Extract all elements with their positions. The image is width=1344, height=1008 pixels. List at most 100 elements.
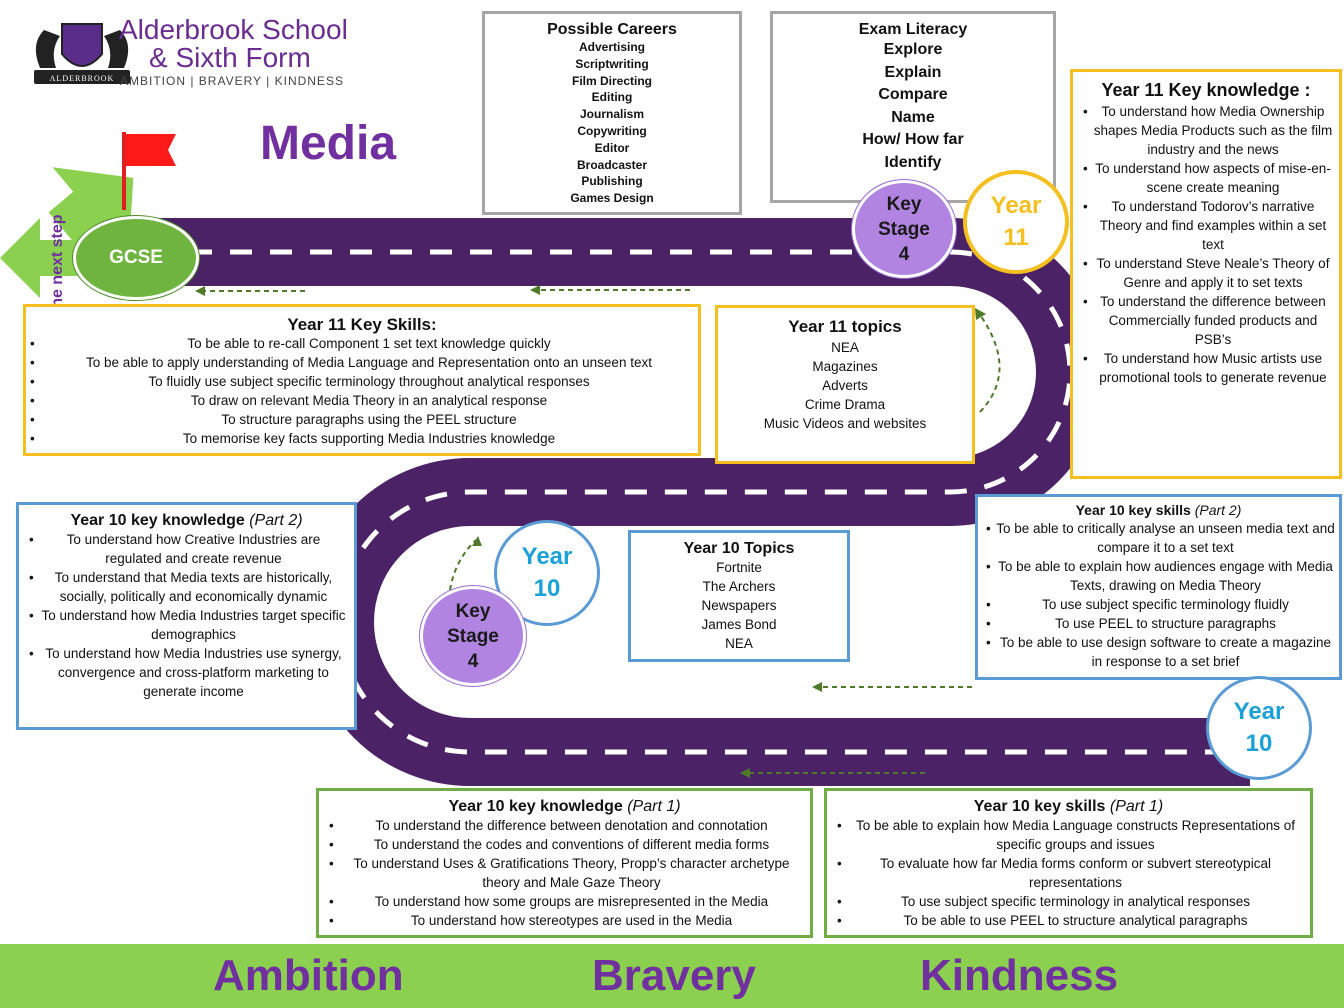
key-stage-label: Key <box>455 600 491 622</box>
year-10-circle-right: Year 10 <box>1206 676 1312 780</box>
list-item: The Archers <box>702 579 776 594</box>
school-crest-icon <box>34 23 130 84</box>
list-item: To understand Todorov’s narrative Theory… <box>1079 197 1333 254</box>
box-title-part: (Part 2) <box>249 512 303 529</box>
year-number: 11 <box>1003 224 1029 251</box>
list-item: To be able to explain how audiences enga… <box>982 557 1335 595</box>
box-title-part: (Part 2) <box>1194 502 1242 518</box>
list-item: To be able to apply understanding of Med… <box>26 353 698 372</box>
list-item: To understand how Media Industries targe… <box>25 606 348 644</box>
list-item: To use PEEL to structure paragraphs <box>982 614 1335 633</box>
year-number: 10 <box>1245 730 1273 757</box>
list-item: How/ How far <box>862 131 964 148</box>
list-item: Copywriting <box>577 123 647 138</box>
value-bravery: Bravery <box>592 951 756 1000</box>
list-item: Games Design <box>570 191 654 206</box>
crest-banner-text: ALDERBROOK <box>49 74 115 83</box>
year-10-skills-part2-title: Year 10 key skills (Part 2) <box>982 501 1335 519</box>
key-stage-circle-top: Key Stage 4 <box>852 180 956 278</box>
list-item: To understand the codes and conventions … <box>325 835 804 854</box>
list-item: To be able to use design software to cre… <box>982 633 1335 671</box>
key-stage-circle-middle: Key Stage 4 <box>420 586 526 686</box>
year-11-skills-title: Year 11 Key Skills: <box>287 315 437 334</box>
list-item: To understand how Media Ownership shapes… <box>1079 102 1333 159</box>
key-stage-number: 4 <box>467 650 479 672</box>
careers-title: Possible Careers <box>547 21 677 38</box>
list-item: Publishing <box>581 174 643 189</box>
year-11-skills-box: Year 11 Key Skills: To be able to re-cal… <box>23 304 701 456</box>
list-item: NEA <box>725 636 753 651</box>
list-item: Advertising <box>578 40 645 54</box>
year-10-knowledge-part1-title: Year 10 key knowledge (Part 1) <box>325 797 804 816</box>
box-title-text: Year 10 key skills <box>973 798 1106 815</box>
list-item: To understand how stereotypes are used i… <box>325 911 804 930</box>
list-item: Music Videos and websites <box>763 416 927 431</box>
road-dashes <box>150 249 1250 755</box>
school-name-line2: & Sixth Form <box>149 42 311 73</box>
key-stage-label: Key <box>886 193 922 215</box>
possible-careers-box: Possible Careers Advertising Scriptwriti… <box>482 11 742 215</box>
year-10-skills-part1-box: Year 10 key skills (Part 1) To be able t… <box>824 788 1313 938</box>
year-10-topics-title: Year 10 Topics <box>683 540 795 557</box>
school-logo: ALDERBROOK Alderbrook School & Sixth For… <box>20 14 360 94</box>
list-item: To understand how some groups are misrep… <box>325 892 804 911</box>
year-label: Year <box>1233 698 1285 725</box>
year-11-topics-list: NEA Magazines Adverts Crime Drama Music … <box>718 338 972 433</box>
box-title-text: Year 10 key skills <box>1075 502 1191 518</box>
list-item: To understand how Music artists use prom… <box>1079 349 1333 387</box>
subject-title: Media <box>260 117 397 170</box>
list-item: To understand Steve Neale’s Theory of Ge… <box>1079 254 1333 292</box>
list-item: Fortnite <box>716 560 762 575</box>
year-10-circle-middle: Year 10 <box>494 520 600 626</box>
year-10-knowledge-part2-title: Year 10 key knowledge (Part 2) <box>25 511 348 530</box>
box-title-part: (Part 1) <box>1109 798 1164 815</box>
list-item: To understand how aspects of mise-en-sce… <box>1079 159 1333 197</box>
year-label: Year <box>521 543 573 570</box>
list-item: Magazines <box>812 359 878 374</box>
year-10-skills-part1-title: Year 10 key skills (Part 1) <box>833 797 1304 816</box>
list-item: To use subject specific terminology in a… <box>833 892 1304 911</box>
school-values-footer: Ambition Bravery Kindness <box>0 944 1344 1008</box>
school-name-line1: Alderbrook School <box>119 14 348 45</box>
year-10-topics-list: Fortnite The Archers Newspapers James Bo… <box>631 558 847 653</box>
flag-icon <box>122 132 176 210</box>
list-item: To understand the difference between den… <box>325 816 804 835</box>
year-10-knowledge-part2-list: To understand how Creative Industries ar… <box>25 530 348 701</box>
gcse-label: GCSE <box>109 247 163 268</box>
list-item: To be able to explain how Media Language… <box>833 816 1304 854</box>
exam-literacy-title: Exam Literacy <box>858 21 968 38</box>
careers-list: Advertising Scriptwriting Film Directing… <box>485 39 739 207</box>
list-item: To use subject specific terminology flui… <box>982 595 1335 614</box>
list-item: To be able to re-call Component 1 set te… <box>26 334 698 353</box>
list-item: To understand that Media texts are histo… <box>25 568 348 606</box>
list-item: To structure paragraphs using the PEEL s… <box>26 410 698 429</box>
list-item: To understand Uses & Gratifications Theo… <box>325 854 804 892</box>
list-item: Crime Drama <box>804 397 886 412</box>
year-number: 10 <box>533 575 561 602</box>
year-11-circle: Year 11 <box>963 170 1069 274</box>
list-item: To draw on relevant Media Theory in an a… <box>26 391 698 410</box>
list-item: Broadcaster <box>576 157 648 172</box>
list-item: Explain <box>884 63 942 81</box>
list-item: Film Directing <box>571 73 652 88</box>
list-item: To understand how Media Industries use s… <box>25 644 348 701</box>
school-tagline: AMBITION | BRAVERY | KINDNESS <box>120 74 344 88</box>
box-title-text: Year 10 key knowledge <box>448 798 623 815</box>
year-10-topics-box: Year 10 Topics Fortnite The Archers News… <box>628 530 850 662</box>
list-item: Name <box>891 108 935 126</box>
year-10-skills-part1-list: To be able to explain how Media Language… <box>833 816 1304 930</box>
gcse-circle: GCSE <box>73 216 199 300</box>
list-item: Adverts <box>822 378 868 393</box>
list-item: Scriptwriting <box>575 56 649 71</box>
box-title-text: Year 10 key knowledge <box>70 512 245 529</box>
list-item: To evaluate how far Media forms conform … <box>833 854 1304 892</box>
direction-arrows <box>200 289 1001 774</box>
year-11-knowledge-box: Year 11 Key knowledge : To understand ho… <box>1070 69 1342 479</box>
year-label: Year <box>990 192 1042 219</box>
year-11-knowledge-title: Year 11 Key knowledge : <box>1101 80 1311 100</box>
list-item: To memorise key facts supporting Media I… <box>26 429 698 448</box>
list-item: Editor <box>594 140 630 155</box>
list-item: Newspapers <box>701 598 777 613</box>
list-item: Explore <box>883 41 943 58</box>
year-11-knowledge-list: To understand how Media Ownership shapes… <box>1079 102 1333 387</box>
